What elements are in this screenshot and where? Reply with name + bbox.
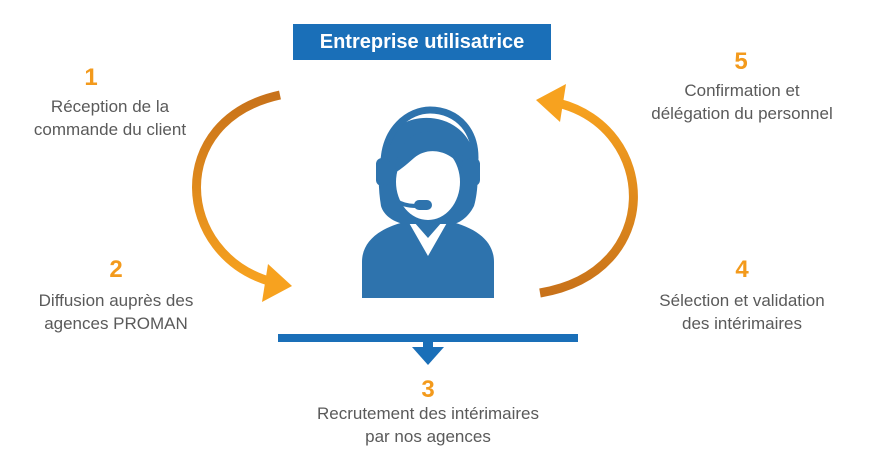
step-3-number: 3 [421, 376, 435, 403]
step-3-label-line2: par nos agences [365, 427, 491, 446]
step-5-label-line1: Confirmation et [684, 81, 800, 100]
step-3-label-line1: Recrutement des intérimaires [316, 404, 540, 423]
left-curved-arrow-icon [192, 90, 292, 302]
step-1-number: 1 [84, 64, 98, 91]
step-5-label-line2: délégation du personnel [651, 104, 833, 123]
step-2-number: 2 [109, 256, 123, 283]
step-5-number: 5 [734, 48, 748, 75]
step-1-label-line2: commande du client [33, 120, 187, 139]
step-2-label-line2: agences PROMAN [44, 314, 188, 333]
step-2-label-line1: Diffusion auprès des [38, 291, 194, 310]
right-curved-arrow-icon [536, 84, 638, 298]
title-banner: Entreprise utilisatrice [293, 24, 551, 60]
step-4-label-line1: Sélection et validation [659, 291, 825, 310]
down-arrow-icon [412, 340, 444, 365]
step-1-label-line1: Réception de la [50, 97, 170, 116]
step-4-label-line2: des intérimaires [682, 314, 802, 333]
flow-bar [278, 334, 578, 342]
step-4-number: 4 [735, 256, 749, 283]
operator-with-headset-icon [362, 106, 494, 298]
